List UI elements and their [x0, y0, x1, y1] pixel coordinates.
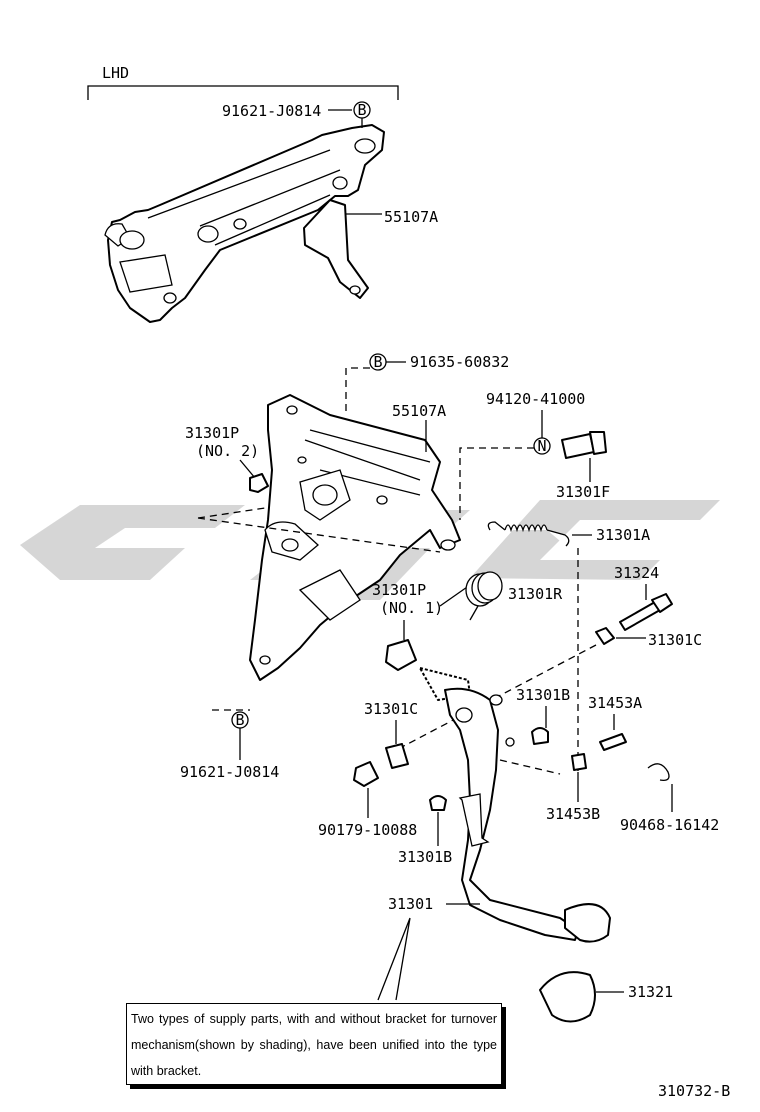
bracket-55107a-mid — [249, 394, 461, 681]
leader-31301p-no2 — [239, 459, 256, 479]
label-31301p-no2-sub: (NO. 2) — [196, 442, 259, 460]
dash-91635 — [345, 367, 370, 412]
spring-31301a — [487, 521, 570, 547]
leader-31301-note — [377, 917, 411, 1001]
bracket-55107a-lhd — [104, 124, 385, 323]
collar-31301c-left — [385, 743, 409, 769]
label-31301b-lower: 31301B — [398, 848, 452, 866]
clip-31301b-lower — [429, 795, 447, 811]
label-55107a-top: 55107A — [384, 208, 438, 226]
pin-31453a — [599, 733, 627, 751]
label-31301f: 31301F — [556, 483, 610, 501]
clip-31301b-upper — [531, 727, 549, 745]
nut-31453b — [571, 753, 587, 771]
label-91621-top: 91621-J0814 — [222, 102, 321, 120]
dash-no2 — [197, 507, 441, 553]
label-31301a: 31301A — [596, 526, 650, 544]
label-31301p-no2: 31301P — [185, 424, 239, 442]
dash-94120 — [459, 447, 534, 520]
label-31301: 31301 — [388, 895, 433, 913]
label-91635: 91635-60832 — [410, 353, 509, 371]
label-31301p-no1-sub: (NO. 1) — [380, 599, 443, 617]
dash-31453b — [499, 759, 561, 775]
collar-31301c-right — [595, 627, 615, 645]
spring-31301r — [439, 571, 503, 621]
label-55107a-mid: 55107A — [392, 402, 446, 420]
bolt-31301f — [561, 431, 607, 459]
nut-90179 — [353, 761, 379, 787]
label-31453b: 31453B — [546, 805, 600, 823]
callout-b-mid-letter: B — [373, 353, 382, 371]
label-91621-bottom: 91621-J0814 — [180, 763, 279, 781]
lhd-group-bracket — [87, 85, 399, 100]
supply-note-text: Two types of supply parts, with and with… — [131, 1012, 497, 1078]
pedal-31301 — [419, 667, 611, 943]
label-94120: 94120-41000 — [486, 390, 585, 408]
label-31301p-no1: 31301P — [372, 581, 426, 599]
bushing-31301p-no1 — [385, 639, 417, 671]
supply-note: Two types of supply parts, with and with… — [126, 1003, 502, 1085]
label-31324: 31324 — [614, 564, 659, 582]
callout-b-bottom-letter: B — [235, 711, 244, 729]
callout-n-letter: N — [537, 437, 546, 455]
label-90179: 90179-10088 — [318, 821, 417, 839]
bolt-31324 — [619, 593, 673, 631]
label-31453a: 31453A — [588, 694, 642, 712]
label-90468: 90468-16142 — [620, 816, 719, 834]
label-31321: 31321 — [628, 983, 673, 1001]
figure-code: 310732-B — [658, 1082, 730, 1100]
callout-b-top-letter: B — [357, 101, 366, 119]
clip-90468 — [647, 763, 670, 781]
lhd-label: LHD — [102, 64, 129, 82]
label-31301c-left: 31301C — [364, 700, 418, 718]
label-31301r: 31301R — [508, 585, 563, 603]
bushing-31301p-no2 — [249, 473, 269, 493]
label-31301c-right: 31301C — [648, 631, 702, 649]
label-31301b-upper: 31301B — [516, 686, 570, 704]
pedal-pad-31321 — [539, 971, 596, 1023]
